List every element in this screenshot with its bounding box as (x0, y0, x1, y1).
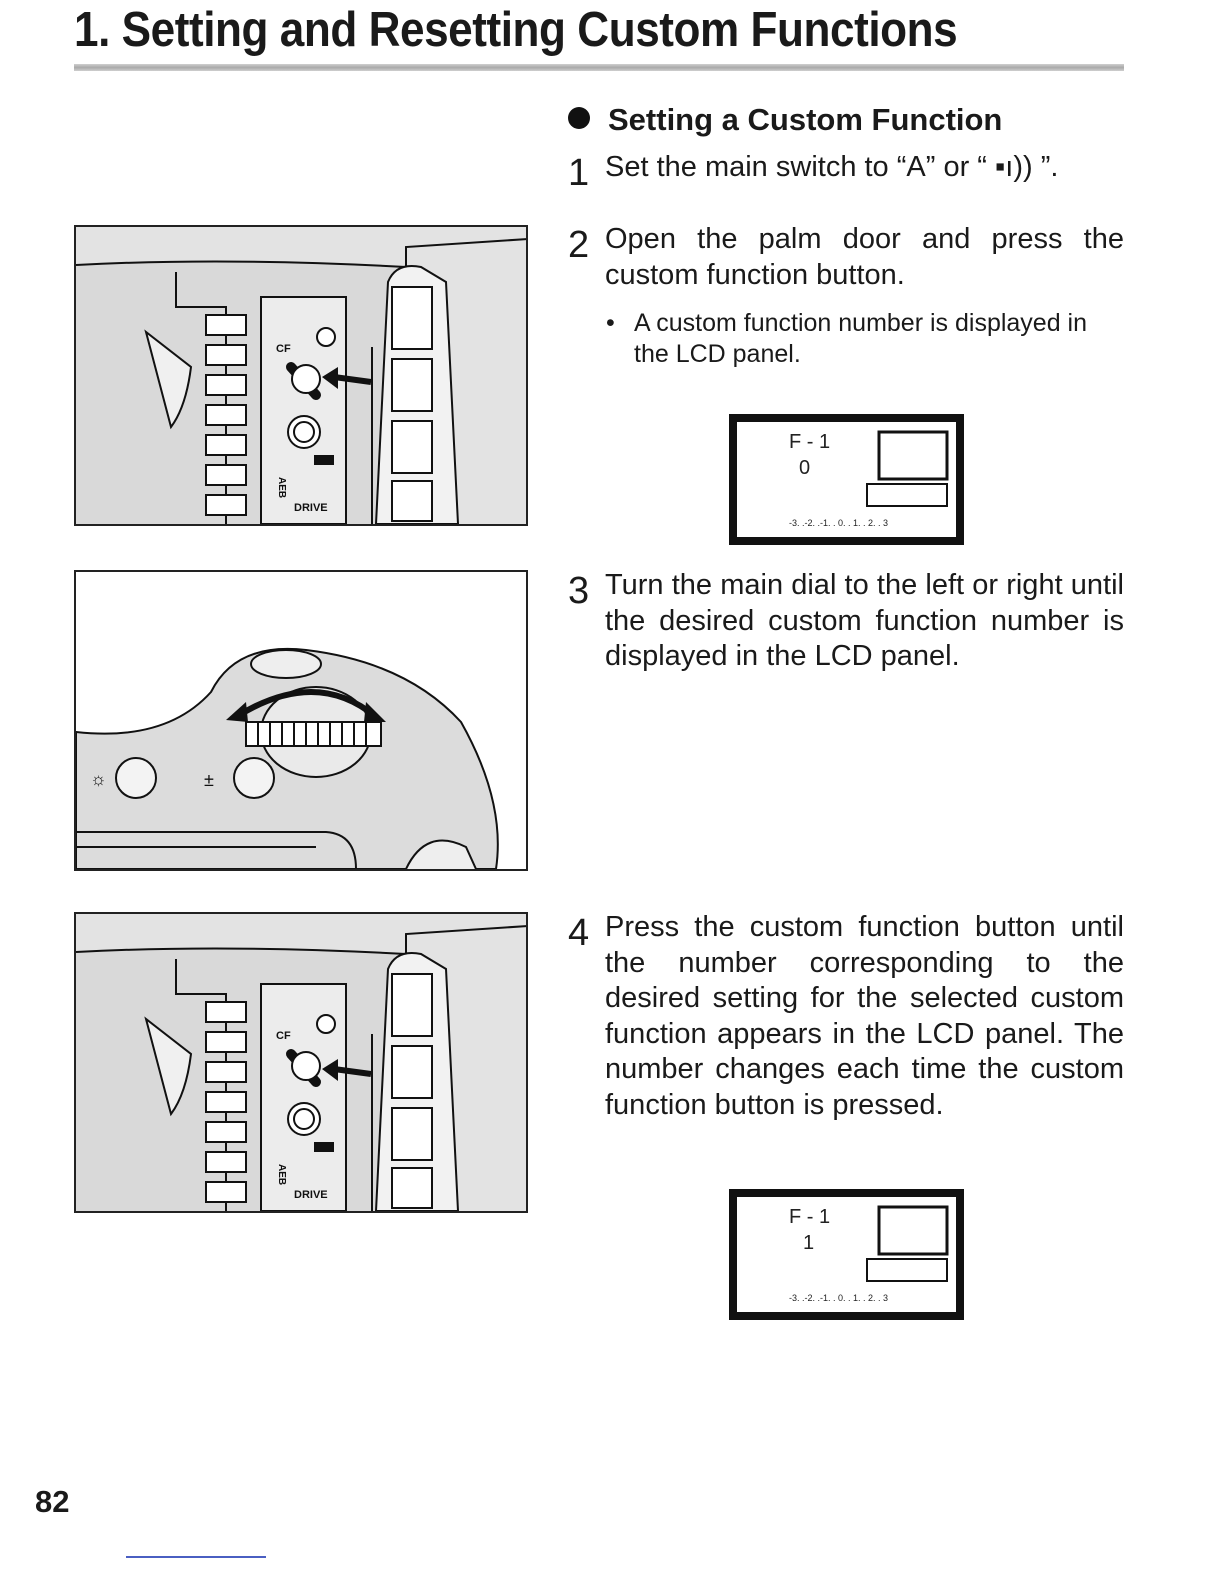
step-number: 1 (568, 152, 590, 194)
step-number: 2 (568, 224, 590, 266)
drive-label: DRIVE (294, 1189, 328, 1201)
step-1: 1 Set the main switch to “A” or “ ▪ı)) ”… (568, 150, 1124, 192)
cf-label: CF (276, 343, 291, 355)
footer-link-underline (126, 1556, 266, 1558)
step-number: 4 (568, 912, 590, 954)
lcd-function-number: F - 1 (789, 1206, 830, 1228)
step-text: Turn the main dial to the left or right … (605, 569, 1124, 672)
step-2: 2 Open the palm door and press the custo… (568, 222, 1124, 293)
section-heading-label: Setting a Custom Function (608, 102, 1003, 137)
aeb-label: AEB (276, 1164, 287, 1185)
figure-palm-door-cf-button-2: CF AEB DRIVE (74, 912, 528, 1213)
exposure-comp-icon: ± (204, 770, 214, 790)
sun-icon: ☼ (90, 769, 107, 789)
lcd-exposure-scale: -3. .-2. .-1. . 0. . 1. . 2. . 3 (789, 1293, 888, 1303)
figure-main-dial: ☼ ± (74, 570, 528, 871)
title-rule (74, 64, 1124, 71)
drive-label: DRIVE (294, 502, 328, 514)
lcd-function-number: F - 1 (789, 431, 830, 453)
lcd-panel-2: F - 1 1 -3. .-2. .-1. . 0. . 1. . 2. . 3 (729, 1189, 964, 1320)
lcd-setting-value: 0 (799, 457, 810, 479)
lcd-frame-box (877, 430, 949, 481)
section-heading: Setting a Custom Function (568, 102, 1002, 138)
lcd-setting-value: 1 (803, 1232, 814, 1254)
note-bullet-icon: • (606, 309, 615, 337)
page-title: 1. Setting and Resetting Custom Function… (74, 3, 958, 57)
lcd-panel-1: F - 1 0 -3. .-2. .-1. . 0. . 1. . 2. . 3 (729, 414, 964, 545)
lcd-bar-box (866, 483, 948, 507)
step-text: Press the custom function button until t… (605, 911, 1124, 1121)
cf-label: CF (276, 1030, 291, 1042)
palm-door-illustration: CF AEB DRIVE (76, 925, 526, 1211)
step-3: 3 Turn the main dial to the left or righ… (568, 568, 1124, 675)
step-text: Set the main switch to “A” or “ ▪ı)) ”. (605, 151, 1059, 183)
aeb-label: AEB (276, 477, 287, 498)
step-text: Open the palm door and press the custom … (605, 223, 1124, 291)
step-2-note: • A custom function number is displayed … (606, 308, 1124, 370)
step-number: 3 (568, 570, 590, 612)
note-text: A custom function number is displayed in… (634, 309, 1088, 368)
bullet-icon (568, 107, 590, 129)
lcd-panel-drawing: F - 1 1 -3. .-2. .-1. . 0. . 1. . 2. . 3 (789, 1205, 949, 1303)
lcd-bar-box (866, 1258, 948, 1282)
main-dial-illustration: ☼ ± (76, 572, 526, 869)
page-number: 82 (35, 1484, 70, 1519)
lcd-frame-box (877, 1205, 949, 1256)
step-4: 4 Press the custom function button until… (568, 910, 1124, 1123)
palm-door-illustration: CF AEB DRIVE (76, 238, 526, 524)
lcd-panel-drawing: F - 1 0 -3. .-2. .-1. . 0. . 1. . 2. . 3 (789, 430, 949, 528)
figure-palm-door-cf-button: CF AEB DRIVE (74, 225, 528, 526)
lcd-exposure-scale: -3. .-2. .-1. . 0. . 1. . 2. . 3 (789, 518, 888, 528)
